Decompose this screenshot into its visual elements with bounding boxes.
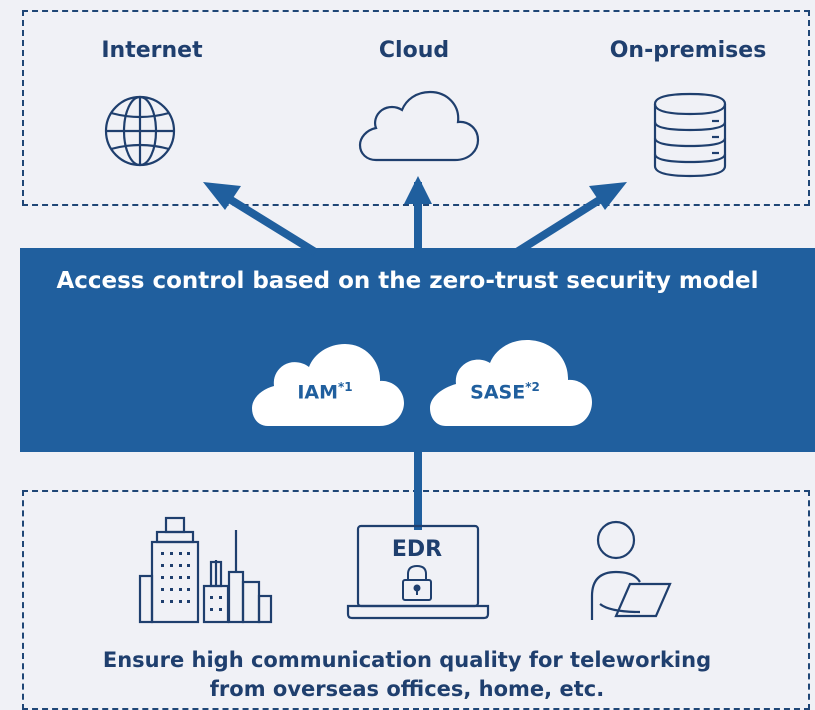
arrowhead-onprem xyxy=(589,182,627,210)
access-control-title: Access control based on the zero-trust s… xyxy=(56,268,759,294)
access-control-band xyxy=(20,248,815,452)
arrow-to-onprem xyxy=(514,186,618,256)
cloud-icon xyxy=(358,90,480,162)
onprem-label: On-premises xyxy=(609,38,767,63)
database-icon xyxy=(653,92,727,178)
caption-line-1: Ensure high communication quality for te… xyxy=(102,648,712,672)
lock-icon xyxy=(402,564,432,601)
globe-icon xyxy=(104,95,176,167)
internet-label: Internet xyxy=(101,38,203,63)
building-windows xyxy=(161,552,222,611)
iam-cloud-icon xyxy=(252,344,404,426)
arrow-to-internet xyxy=(212,186,318,256)
arrowhead-cloud xyxy=(404,176,432,204)
arrowhead-internet xyxy=(203,182,241,210)
sase-footnote: *2 xyxy=(525,380,540,394)
sase-cloud-icon xyxy=(430,340,592,426)
iam-footnote: *1 xyxy=(338,380,353,394)
cloud-label: Cloud xyxy=(378,38,450,63)
sase-label: SASE*2 xyxy=(470,380,540,404)
buildings-icon xyxy=(138,516,273,624)
teleworker-icon xyxy=(590,520,672,620)
edr-label: EDR xyxy=(391,537,443,562)
laptop-icon xyxy=(346,524,490,620)
iam-label: IAM*1 xyxy=(297,380,353,404)
telework-caption: Ensure high communication quality for te… xyxy=(22,646,792,704)
caption-line-2: from overseas offices, home, etc. xyxy=(209,677,605,701)
